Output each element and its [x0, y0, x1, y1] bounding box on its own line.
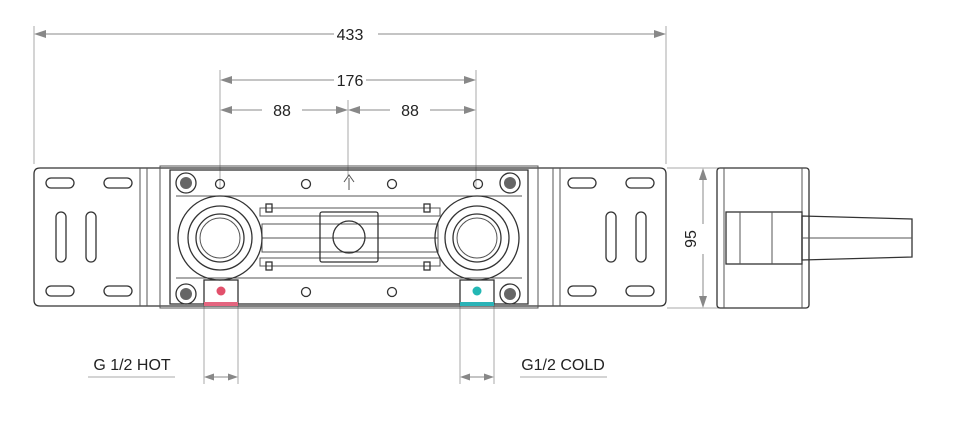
cold-inlet-label: G1/2 COLD: [521, 357, 605, 374]
dimension-cold-inlet: [460, 373, 494, 381]
dimension-centers-span-label: 176: [337, 73, 364, 90]
flow-arrow-icon: [343, 174, 355, 190]
cold-marker-icon: [472, 286, 482, 296]
dimension-right-half-label: 88: [401, 103, 419, 120]
dimension-right-half: 88: [348, 103, 476, 120]
side-view: [716, 167, 913, 309]
dimension-centers-span: 176: [220, 73, 476, 90]
mounting-bracket: [33, 165, 667, 309]
right-slots: [567, 177, 655, 297]
cold-color-band: [460, 302, 494, 306]
connecting-rails: [259, 203, 441, 271]
left-slots: [45, 177, 133, 297]
dimension-left-half-label: 88: [273, 103, 291, 120]
hot-inlet-label: G 1/2 HOT: [93, 357, 171, 374]
dimension-hot-inlet: [204, 373, 238, 381]
corner-screws: [175, 172, 521, 305]
cold-inlet-fitting: [434, 195, 520, 306]
dimension-overall-width-label: 433: [337, 27, 364, 44]
hot-inlet-fitting: [177, 195, 263, 306]
hot-color-band: [204, 302, 238, 306]
dimension-height: 95: [683, 168, 707, 308]
central-valve-body: [319, 211, 379, 263]
dimension-height-label: 95: [683, 230, 700, 248]
hot-marker-icon: [216, 286, 226, 296]
dimension-overall-width: 433: [34, 27, 666, 44]
inlet-labels: G 1/2 HOT G1/2 COLD: [88, 357, 607, 378]
dimension-left-half: 88: [220, 103, 348, 120]
mounting-holes: [214, 178, 484, 298]
